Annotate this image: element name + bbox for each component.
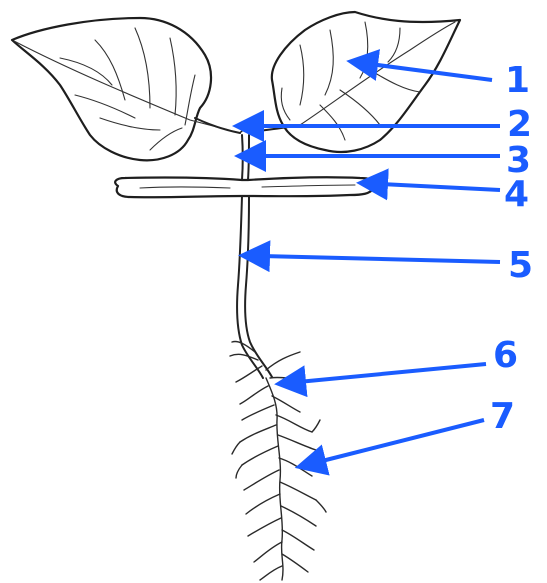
left-leaf (12, 18, 240, 160)
label-6: 6 (493, 335, 518, 376)
right-leaf (272, 12, 460, 152)
labels: 1 2 3 4 5 6 7 (490, 60, 533, 437)
epicotyl (242, 135, 249, 180)
arrow-6 (298, 364, 486, 382)
arrow-5 (262, 256, 500, 262)
label-5: 5 (508, 245, 533, 286)
arrow-4 (380, 184, 500, 190)
label-1: 1 (505, 60, 530, 101)
label-2: 2 (507, 104, 532, 145)
arrow-7 (318, 420, 484, 462)
root-system (230, 341, 326, 580)
hypocotyl (237, 196, 272, 378)
label-4: 4 (504, 174, 529, 215)
label-7: 7 (490, 396, 515, 437)
cotyledon (115, 177, 375, 197)
